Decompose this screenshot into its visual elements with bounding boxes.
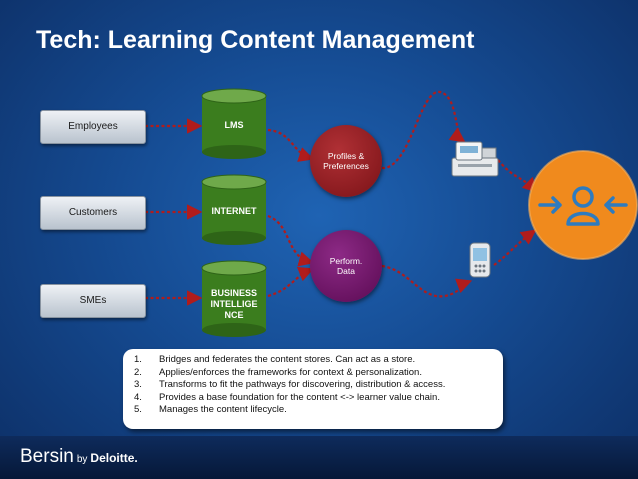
note-item: 1. Bridges and federates the content stor… <box>134 354 495 367</box>
connector-lms-profiles <box>267 128 315 162</box>
store-label-line1: BUSINESS <box>210 288 257 298</box>
store-label: LMS <box>224 120 244 130</box>
source-label: Employees <box>68 121 118 132</box>
note-text: Transforms to fit the pathways for disco… <box>159 379 446 391</box>
footer-bar <box>0 436 638 479</box>
store-label: INTERNET <box>211 206 257 216</box>
cash-register-icon <box>451 141 499 177</box>
notes-list: 1. Bridges and federates the content stor… <box>123 349 503 417</box>
note-number: 2. <box>134 366 142 378</box>
source-label: Customers <box>68 207 118 218</box>
cylinder-business-intelligence <box>201 260 267 337</box>
note-number: 3. <box>134 379 142 391</box>
store-label-line2: INTELLIGE <box>210 299 258 309</box>
note-item: 3. Transforms to fit the pathways for dis… <box>134 379 495 392</box>
note-number: 4. <box>134 391 142 403</box>
output-label-line1: Perform. <box>329 256 363 266</box>
output-perform-data: Perform. Data <box>310 230 382 302</box>
cylinder-internet <box>201 174 267 245</box>
learner-person-icon <box>528 150 638 260</box>
note-text: Bridges and federates the content stores… <box>159 354 416 365</box>
note-number: 5. <box>134 404 142 416</box>
connector-internet-perform <box>267 214 315 267</box>
connector-register-learner <box>497 159 539 194</box>
source-label: SMEs <box>79 295 107 306</box>
note-number: 1. <box>134 354 142 365</box>
brand-company: Deloitte. <box>90 451 138 465</box>
connector-profiles-register <box>381 90 466 170</box>
brand-name: Bersin <box>20 446 74 467</box>
cylinder-lms <box>201 88 267 159</box>
source-customers: Customers <box>40 196 146 230</box>
connector-perform-phone <box>381 264 473 298</box>
notes-box: 1. Bridges and federates the content stor… <box>123 349 503 429</box>
output-profiles-preferences: Profiles & Preferences <box>310 125 382 197</box>
note-text: Provides a base foundation for the conte… <box>159 391 440 403</box>
note-item: 2. Applies/enforces the frameworks for co… <box>134 366 495 380</box>
note-item: 5. Manages the content lifecycle. <box>134 404 495 417</box>
output-label-line2: Preferences <box>323 161 369 171</box>
output-label-line1: Profiles & <box>327 151 365 161</box>
note-text: Applies/enforces the frameworks for cont… <box>159 366 422 378</box>
connector-phone-learner <box>493 229 537 266</box>
note-text: Manages the content lifecycle. <box>159 404 287 416</box>
brand-by: by <box>76 454 88 465</box>
connector-bi-perform <box>267 266 315 298</box>
source-smes: SMEs <box>40 284 146 318</box>
store-label-line3: NCE <box>224 310 244 320</box>
source-employees: Employees <box>40 110 146 144</box>
note-item: 4. Provides a base foundation for the con… <box>134 391 495 405</box>
output-label-line2: Data <box>337 266 355 276</box>
mobile-phone-icon <box>469 242 491 278</box>
page-title: Tech: Learning Content Management <box>36 26 475 54</box>
